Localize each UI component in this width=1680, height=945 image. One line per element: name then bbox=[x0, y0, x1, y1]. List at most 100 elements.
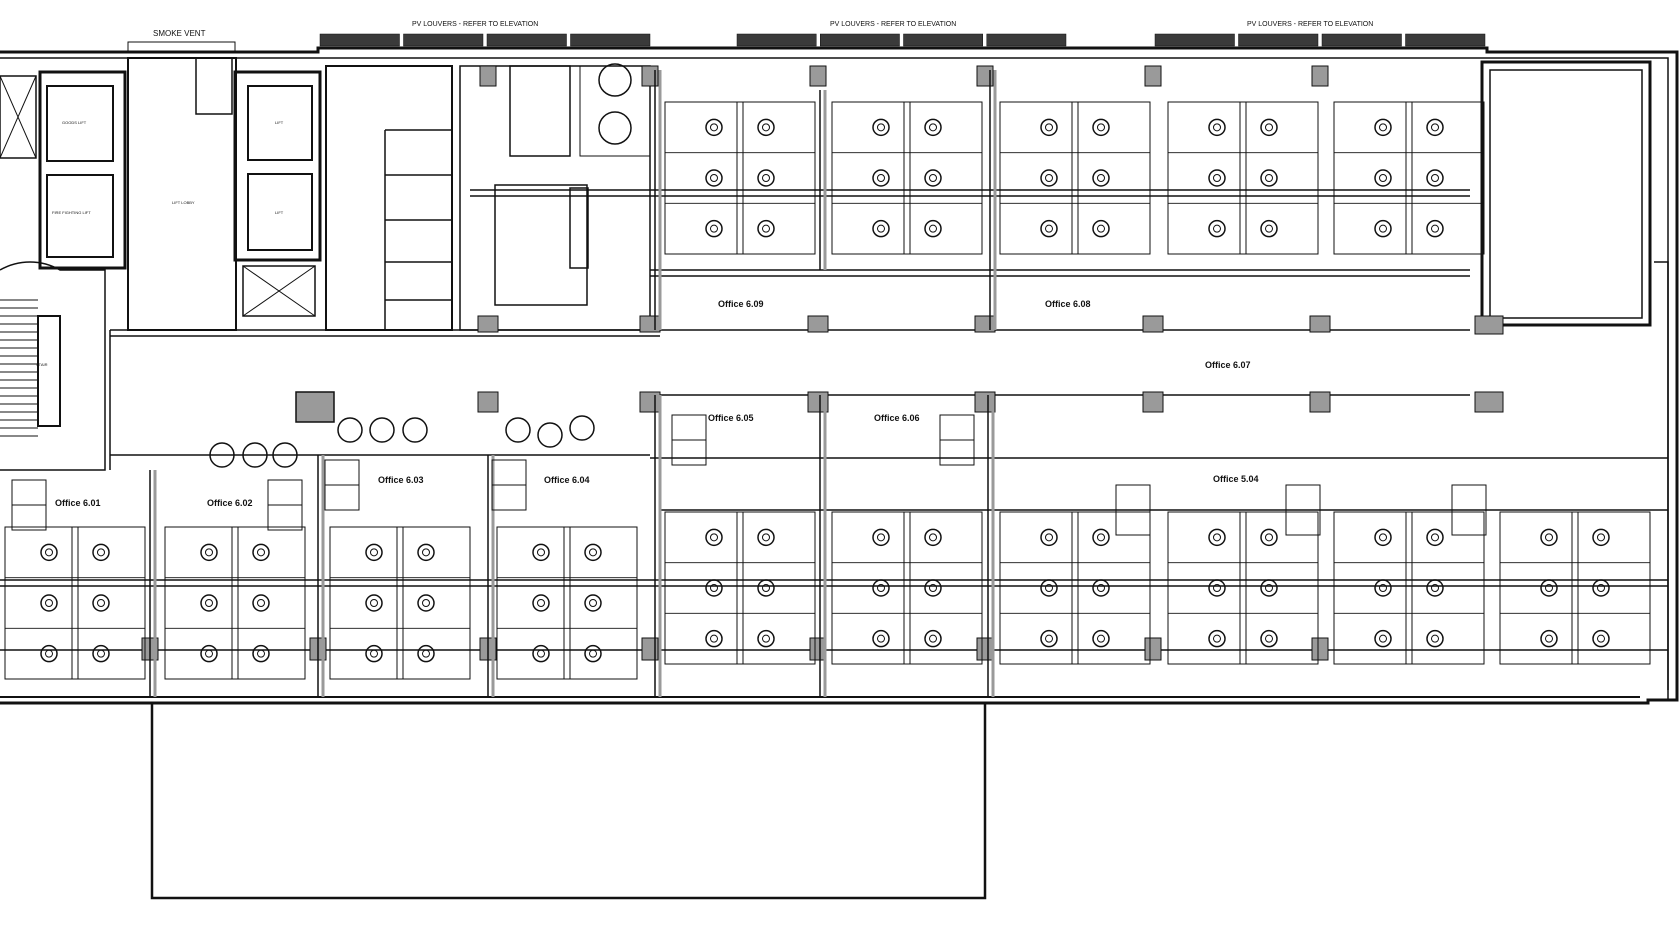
chair bbox=[1426, 118, 1444, 137]
chair-seat bbox=[45, 649, 53, 658]
office-5-04-label: Office 5.04 bbox=[1213, 474, 1259, 484]
chair bbox=[1092, 629, 1110, 648]
chair bbox=[252, 644, 270, 663]
chair-seat bbox=[205, 548, 213, 557]
chair-seat bbox=[1213, 174, 1221, 182]
chair bbox=[200, 543, 218, 562]
column bbox=[1142, 315, 1164, 333]
chair-seat bbox=[1213, 533, 1221, 542]
pv-louver bbox=[1154, 33, 1235, 47]
lounge-chair bbox=[272, 442, 298, 468]
chair-seat bbox=[205, 649, 213, 658]
chair-seat bbox=[877, 634, 885, 643]
pv-louver bbox=[986, 33, 1067, 47]
lift-label-1: LIFT bbox=[275, 120, 284, 125]
chair bbox=[365, 543, 383, 562]
chair bbox=[1260, 118, 1278, 137]
chair bbox=[705, 579, 723, 597]
column bbox=[639, 391, 661, 413]
chair bbox=[417, 644, 435, 663]
chair-seat bbox=[45, 548, 53, 557]
chair-seat bbox=[97, 599, 105, 607]
chair bbox=[1374, 118, 1392, 137]
chair-seat bbox=[929, 533, 937, 542]
chair-seat bbox=[422, 548, 430, 557]
chair-seat bbox=[422, 649, 430, 658]
chair-seat bbox=[1545, 584, 1553, 592]
column bbox=[641, 65, 659, 87]
chair-seat bbox=[1379, 634, 1387, 643]
chair-seat bbox=[370, 649, 378, 658]
chair-seat bbox=[1097, 584, 1105, 592]
pv-louver bbox=[1238, 33, 1319, 47]
desk-block bbox=[831, 511, 983, 665]
chair-seat bbox=[1597, 533, 1605, 542]
chair bbox=[1540, 528, 1558, 547]
chair-seat bbox=[877, 174, 885, 182]
chair-seat bbox=[1379, 174, 1387, 182]
chair-seat bbox=[1545, 533, 1553, 542]
desk-block bbox=[831, 101, 983, 255]
chair bbox=[92, 644, 110, 663]
chair-seat bbox=[1431, 634, 1439, 643]
chair bbox=[532, 644, 550, 663]
column bbox=[1311, 637, 1329, 661]
office-6-06-label: Office 6.06 bbox=[874, 413, 920, 423]
office-6-07-label: Office 6.07 bbox=[1205, 360, 1251, 370]
lounge-chair bbox=[337, 417, 363, 443]
chair bbox=[1208, 118, 1226, 137]
chair-seat bbox=[97, 649, 105, 658]
chair-seat bbox=[1097, 174, 1105, 182]
chair bbox=[1208, 629, 1226, 648]
chair-seat bbox=[1379, 584, 1387, 592]
chair-seat bbox=[1045, 584, 1053, 592]
chair bbox=[872, 629, 890, 648]
chair bbox=[924, 629, 942, 648]
chair-seat bbox=[877, 224, 885, 233]
core: GOODS LIFT FIRE FIGHTING LIFT LIFT LIFT … bbox=[0, 57, 322, 471]
chair bbox=[1040, 528, 1058, 547]
chair bbox=[584, 594, 602, 612]
chair bbox=[252, 543, 270, 562]
chair bbox=[1260, 528, 1278, 547]
chair bbox=[1260, 169, 1278, 187]
chair-seat bbox=[710, 123, 718, 132]
chair bbox=[365, 644, 383, 663]
chair-seat bbox=[257, 599, 265, 607]
column bbox=[641, 637, 659, 661]
column bbox=[976, 637, 994, 661]
chair bbox=[1426, 528, 1444, 547]
column bbox=[1311, 65, 1329, 87]
chair bbox=[1592, 528, 1610, 547]
chair-seat bbox=[929, 224, 937, 233]
pv-louver bbox=[903, 33, 983, 47]
chair bbox=[705, 118, 723, 137]
chair bbox=[1208, 169, 1226, 187]
chair-seat bbox=[1545, 634, 1553, 643]
chair bbox=[92, 543, 110, 562]
chair-seat bbox=[1097, 634, 1105, 643]
column bbox=[1144, 65, 1162, 87]
office-6-09-label: Office 6.09 bbox=[718, 299, 764, 309]
chair bbox=[1092, 169, 1110, 187]
desk-block bbox=[664, 101, 816, 255]
chair-seat bbox=[1045, 174, 1053, 182]
lounge-chair bbox=[369, 417, 395, 443]
chair bbox=[872, 579, 890, 597]
chair bbox=[872, 118, 890, 137]
office-6-03-label: Office 6.03 bbox=[378, 475, 424, 485]
chair bbox=[584, 543, 602, 562]
office-6-01-label: Office 6.01 bbox=[55, 498, 101, 508]
column bbox=[1142, 391, 1164, 413]
chair bbox=[1040, 118, 1058, 137]
chair-seat bbox=[1097, 224, 1105, 233]
building-outline bbox=[0, 41, 1679, 900]
chair-seat bbox=[1265, 533, 1273, 542]
chair-seat bbox=[710, 174, 718, 182]
pv-louver-strips bbox=[319, 33, 1486, 47]
chair-seat bbox=[762, 634, 770, 643]
chair-seat bbox=[257, 649, 265, 658]
column bbox=[974, 315, 996, 333]
chair bbox=[1374, 169, 1392, 187]
